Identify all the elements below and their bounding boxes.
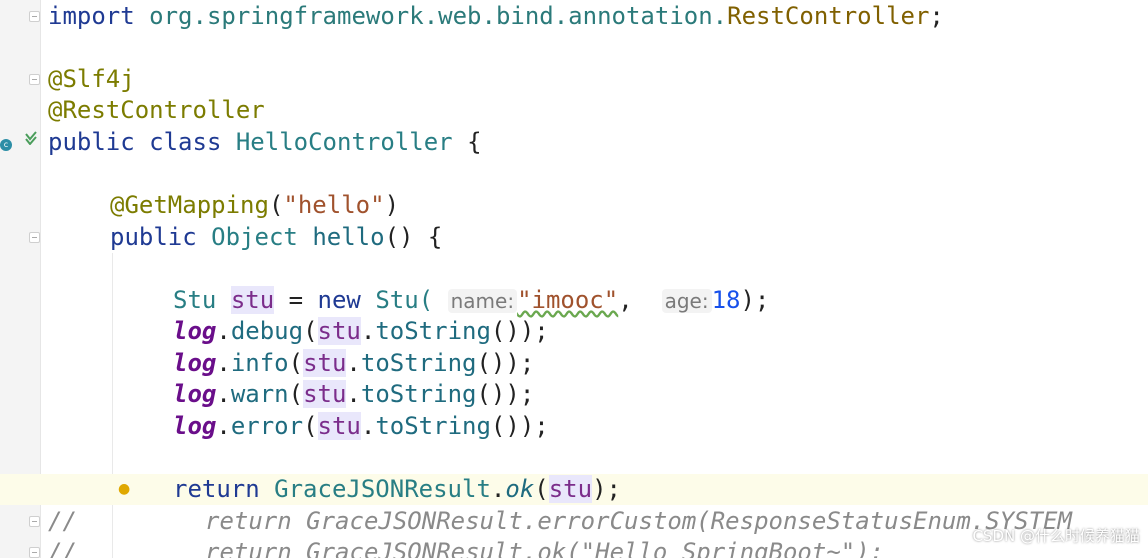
method-name: warn <box>230 380 289 408</box>
paren: ( <box>268 191 284 219</box>
operator: = <box>274 286 318 314</box>
code-line[interactable]: public Object hello() { <box>0 222 1148 253</box>
indent-guide <box>112 253 113 558</box>
run-gutter-icon[interactable] <box>0 95 37 146</box>
paren: ); <box>740 286 770 314</box>
comment-text: return GraceJSONResult.errorCustom(Respo… <box>205 507 1072 535</box>
param-hint: age: <box>661 289 712 313</box>
paren: ); <box>592 475 621 503</box>
log-field: log <box>173 349 217 377</box>
dot: . <box>216 317 231 345</box>
paren: ()); <box>476 380 535 408</box>
class-name: GraceJSONResult <box>274 475 491 503</box>
paren: ( <box>288 349 304 377</box>
code-line[interactable]: Stu stu = new Stu( name:"imooc", age:18)… <box>0 285 1148 316</box>
paren-brace: () { <box>384 223 443 251</box>
method-name: ok <box>505 475 535 503</box>
log-field: log <box>173 412 217 440</box>
editor-gutter[interactable] <box>0 0 41 558</box>
string-literal: "imooc" <box>517 286 619 314</box>
keyword: new <box>317 286 361 314</box>
keyword: public <box>110 223 197 251</box>
brace: { <box>467 128 482 156</box>
number-literal: 18 <box>711 286 741 314</box>
class-name: HelloController <box>235 128 453 156</box>
keyword: public <box>48 128 135 156</box>
code-line[interactable]: // return GraceJSONResult.errorCustom(Re… <box>0 506 1148 537</box>
paren: ()); <box>476 349 535 377</box>
code-line[interactable]: log.warn(stu.toString()); <box>0 379 1148 410</box>
code-line[interactable]: @Slf4j <box>0 64 1148 95</box>
code-line[interactable]: c public class HelloController { <box>0 127 1148 158</box>
code-line-current[interactable]: ● return GraceJSONResult.ok(stu); <box>0 474 1148 505</box>
variable: stu <box>317 412 361 440</box>
type-name: Stu <box>173 286 217 314</box>
comment-text: return GraceJSONResult.ok("Hello SpringB… <box>205 538 885 558</box>
string-literal: "hello" <box>283 191 385 219</box>
dot: . <box>216 412 231 440</box>
dot: . <box>216 349 231 377</box>
paren: ( <box>303 412 318 440</box>
keyword: class <box>149 128 222 156</box>
variable: stu <box>317 317 361 345</box>
paren: ()); <box>490 412 549 440</box>
log-field: log <box>173 380 217 408</box>
keyword: import <box>48 2 135 30</box>
code-line[interactable]: @GetMapping("hello") <box>0 190 1148 221</box>
paren: ) <box>384 191 400 219</box>
code-line[interactable]: log.info(stu.toString()); <box>0 348 1148 379</box>
comma: , <box>618 286 648 314</box>
dot: . <box>346 380 361 408</box>
method-name: error <box>230 412 304 440</box>
dot: . <box>360 412 376 440</box>
class-name: RestController <box>727 2 930 30</box>
watermark: CSDN @什么时候养猫猫 <box>972 527 1140 545</box>
method-name: toString <box>360 349 477 377</box>
annotation: @RestController <box>48 96 265 124</box>
variable: stu <box>303 349 347 377</box>
class-gutter-icon[interactable]: c <box>0 139 12 151</box>
package-name: org.springframework.web.bind.annotation. <box>149 2 728 30</box>
dot: . <box>346 349 361 377</box>
annotation: @GetMapping <box>110 191 269 219</box>
variable: stu <box>230 286 275 314</box>
annotation: @Slf4j <box>48 65 135 93</box>
code-line[interactable]: log.debug(stu.toString()); <box>0 316 1148 347</box>
dot: . <box>216 380 231 408</box>
code-line[interactable]: import org.springframework.web.bind.anno… <box>0 1 1148 32</box>
fold-marker[interactable] <box>29 11 40 22</box>
type-name: Object <box>211 223 298 251</box>
method-name: toString <box>375 412 491 440</box>
dot: . <box>360 317 376 345</box>
paren: ( <box>303 317 318 345</box>
method-name: info <box>230 349 289 377</box>
method-name: debug <box>230 317 304 345</box>
keyword: return <box>173 475 260 503</box>
paren: ( <box>288 380 304 408</box>
constructor: Stu( <box>375 286 434 314</box>
comment-marker: // <box>48 538 77 558</box>
paren: ()); <box>490 317 549 345</box>
semicolon: ; <box>929 2 944 30</box>
method-name: toString <box>375 317 491 345</box>
param-hint: name: <box>447 289 518 313</box>
method-name: toString <box>360 380 477 408</box>
code-line[interactable]: log.error(stu.toString()); <box>0 411 1148 442</box>
code-line[interactable]: // return GraceJSONResult.ok("Hello Spri… <box>0 537 1148 558</box>
fold-marker[interactable] <box>29 232 40 243</box>
lightbulb-icon[interactable]: ● <box>118 481 131 497</box>
fold-marker[interactable] <box>29 74 40 85</box>
log-field: log <box>173 317 217 345</box>
variable: stu <box>548 475 593 503</box>
fold-marker[interactable] <box>29 516 40 527</box>
code-line[interactable]: @RestController <box>0 95 1148 146</box>
method-name: hello <box>312 223 385 251</box>
variable: stu <box>303 380 347 408</box>
paren: ( <box>534 475 549 503</box>
dot: . <box>490 475 506 503</box>
comment-marker: // <box>48 507 77 535</box>
fold-marker[interactable] <box>29 547 40 558</box>
